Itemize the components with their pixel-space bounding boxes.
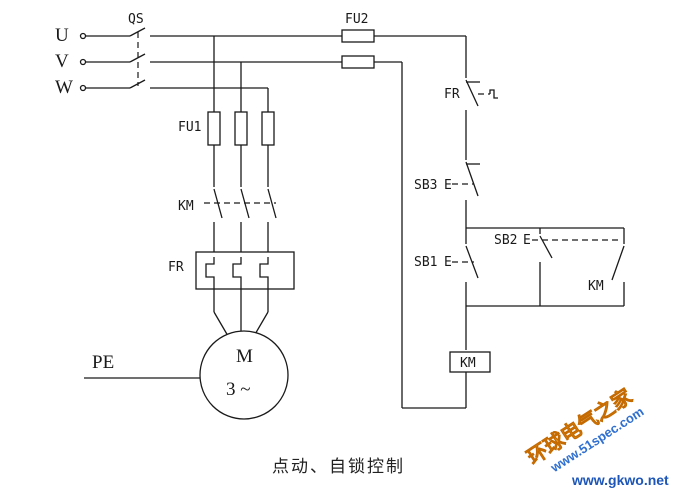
fu2-fuse-1 <box>341 29 375 43</box>
fu2-fuse-2 <box>341 55 375 69</box>
fr-element-v <box>232 257 242 289</box>
phase-label-v: V <box>55 51 69 72</box>
terminal-v <box>79 58 87 66</box>
sb2-blade <box>539 235 553 259</box>
km-aux-blade <box>611 245 625 281</box>
wire-motor-u-diag <box>213 311 229 337</box>
km-aux-label: KM <box>588 279 604 294</box>
buses <box>150 35 342 89</box>
sb1-label: SB1 <box>414 255 437 270</box>
control-circuit: FU2 FR SB3 E SB1 E SB2 <box>341 12 625 409</box>
motor-spec: 3 ~ <box>226 379 251 400</box>
main-switch-qs: QS <box>128 12 146 89</box>
phase-label-w: W <box>55 77 73 98</box>
fr-control-label: FR <box>444 87 460 102</box>
sb3-blade <box>465 161 479 197</box>
phase-terminals: U V W <box>55 25 130 98</box>
sb3-actuator: E <box>444 178 452 193</box>
watermark: 环球电气之家 www.51spec.com <box>522 383 646 476</box>
fu1-fuse-u <box>207 111 221 146</box>
sb1-actuator: E <box>444 255 452 270</box>
fu1-fuse-w <box>261 111 275 146</box>
motor <box>199 330 289 420</box>
wire-motor-w-diag <box>253 311 269 337</box>
pe-label: PE <box>92 352 114 373</box>
sb2-label: SB2 <box>494 233 517 248</box>
fu1-label: FU1 <box>178 120 201 135</box>
fr-thermal-actuator <box>489 89 498 99</box>
power-circuit: FU1 KM FR M 3 ~ PE <box>84 36 295 420</box>
km-main-label: KM <box>178 199 194 214</box>
sb2-actuator: E <box>523 233 531 248</box>
km-coil <box>449 351 491 373</box>
fr-thermal-box <box>195 251 295 290</box>
fu1-fuse-v <box>234 111 248 146</box>
fr-main-label: FR <box>168 260 184 275</box>
km-contact-w <box>267 188 277 219</box>
qs-label: QS <box>128 12 144 27</box>
fr-element-w <box>259 257 269 289</box>
terminal-w <box>79 84 87 92</box>
watermark-url-2: www.gkwo.net <box>571 472 669 488</box>
fr-element-u <box>205 257 215 289</box>
diagram-caption: 点动、自锁控制 <box>272 457 405 477</box>
fu2-label: FU2 <box>345 12 368 27</box>
terminal-u <box>79 32 87 40</box>
motor-label: M <box>236 346 253 367</box>
km-coil-label: KM <box>460 356 476 371</box>
phase-label-u: U <box>55 25 69 46</box>
fr-nc-blade <box>465 79 479 107</box>
sb3-label: SB3 <box>414 178 437 193</box>
